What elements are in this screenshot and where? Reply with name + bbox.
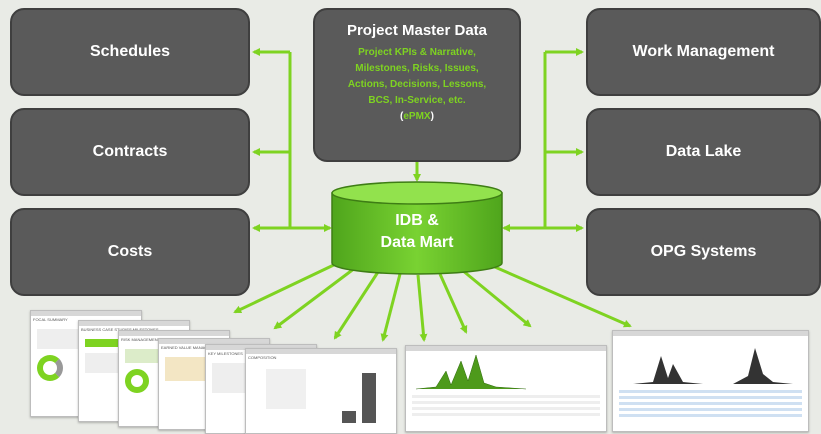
- opg-systems-box: OPG Systems: [586, 208, 821, 296]
- database-label-2: Data Mart: [380, 234, 454, 251]
- report-thumbnail: [405, 345, 607, 432]
- data-lake-label: Data Lake: [665, 143, 742, 160]
- database-cylinder: [331, 181, 503, 275]
- costs-box: Costs: [10, 208, 250, 296]
- master-line-4: BCS, In-Service, etc.: [368, 95, 466, 106]
- project-master-data-box: Project Master Data Project KPIs & Narra…: [313, 8, 521, 162]
- data-lake-box: Data Lake: [586, 108, 821, 196]
- master-line-2: Milestones, Risks, Issues,: [355, 63, 479, 74]
- master-tag: (ePMX): [400, 111, 434, 122]
- schedules-box: Schedules: [10, 8, 250, 96]
- work-management-label: Work Management: [632, 43, 775, 60]
- contracts-box: Contracts: [10, 108, 250, 196]
- opg-systems-label: OPG Systems: [650, 243, 757, 260]
- report-thumbnail: [612, 330, 809, 432]
- master-line-3: Actions, Decisions, Lessons,: [347, 79, 487, 90]
- master-title: Project Master Data: [346, 22, 488, 39]
- contracts-label: Contracts: [92, 143, 168, 160]
- schedules-label: Schedules: [89, 43, 171, 60]
- master-line-1: Project KPIs & Narrative,: [358, 47, 476, 58]
- report-thumbnail: COMPOSITION: [245, 348, 397, 434]
- database-label-1: IDB &: [395, 212, 439, 229]
- work-management-box: Work Management: [586, 8, 821, 96]
- costs-label: Costs: [107, 243, 153, 260]
